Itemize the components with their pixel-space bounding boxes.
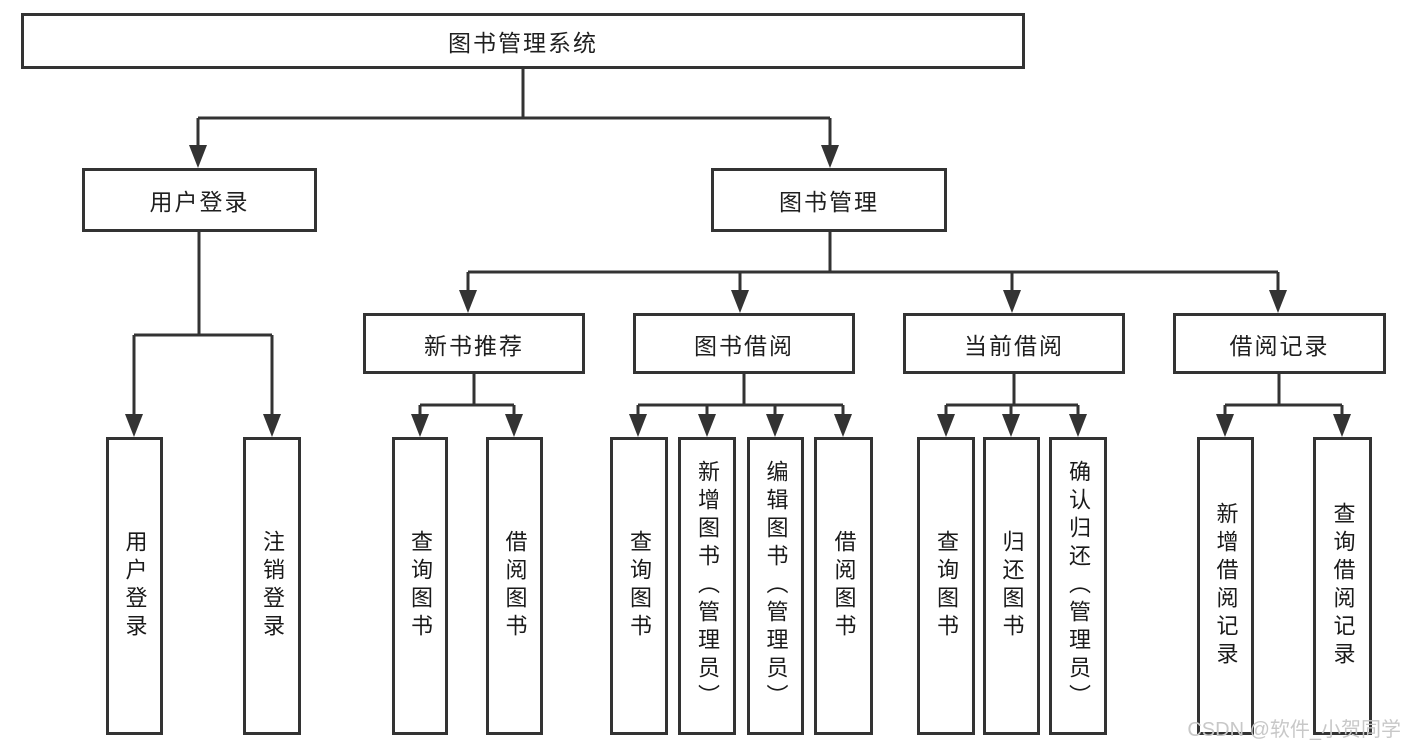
- leaf-label: 查询图书: [627, 530, 652, 642]
- arrowhead: [1216, 414, 1234, 437]
- arrowhead: [505, 414, 523, 437]
- arrowhead: [629, 414, 647, 437]
- arrowhead: [1333, 414, 1351, 437]
- connector-borrowrecord-to-leaves: [1223, 374, 1344, 419]
- arrowhead: [411, 414, 429, 437]
- leaf-add-book-admin: 新增图书（管理员）: [678, 437, 736, 735]
- arrowhead: [459, 290, 477, 313]
- node-root: 图书管理系统: [21, 13, 1025, 69]
- arrowhead: [937, 414, 955, 437]
- node-current-borrow: 当前借阅: [903, 313, 1125, 374]
- leaf-label: 借阅图书: [831, 530, 857, 642]
- leaf-label: 查询图书: [408, 530, 433, 642]
- arrowhead: [731, 290, 749, 313]
- arrowhead: [1069, 414, 1087, 437]
- leaf-query-book-current: 查询图书: [917, 437, 975, 735]
- leaf-label: 查询图书: [934, 530, 959, 642]
- node-book-borrow: 图书借阅: [633, 313, 855, 374]
- connector-root-to-level2: [196, 69, 832, 150]
- leaf-edit-book-admin: 编辑图书（管理员）: [747, 437, 804, 735]
- leaf-label: 查询借阅记录: [1330, 502, 1356, 670]
- leaf-borrow-book: 借阅图书: [814, 437, 873, 735]
- arrowhead: [821, 145, 839, 168]
- leaf-label: 借阅图书: [502, 530, 528, 642]
- connector-newbookrec-to-leaves: [418, 374, 516, 419]
- leaf-label: 新增借阅记录: [1213, 502, 1239, 670]
- leaf-logout-login: 注销登录: [243, 437, 301, 735]
- connector-userlogin-to-leaves: [132, 232, 274, 419]
- leaf-add-borrow-record: 新增借阅记录: [1197, 437, 1254, 735]
- leaf-query-book-borrow: 查询图书: [610, 437, 668, 735]
- leaf-query-borrow-record: 查询借阅记录: [1313, 437, 1372, 735]
- connector-bookborrow-to-leaves: [636, 374, 845, 419]
- leaf-user-login: 用户登录: [106, 437, 163, 735]
- arrowhead: [189, 145, 207, 168]
- leaf-label: 注销登录: [260, 530, 285, 642]
- arrowhead: [1002, 414, 1020, 437]
- node-user-login: 用户登录: [82, 168, 317, 232]
- arrowhead: [1269, 290, 1287, 313]
- connector-currentborrow-to-leaves: [944, 374, 1080, 419]
- node-new-book-recommend: 新书推荐: [363, 313, 585, 374]
- leaf-label: 新增图书（管理员）: [695, 460, 720, 712]
- node-borrow-record: 借阅记录: [1173, 313, 1386, 374]
- csdn-watermark: CSDN @软件_小贺同学: [1187, 719, 1401, 741]
- arrowhead: [834, 414, 852, 437]
- leaf-label: 确认归还（管理员）: [1066, 460, 1091, 712]
- arrowhead: [125, 414, 143, 437]
- arrowheads: [125, 145, 1351, 437]
- arrowhead: [766, 414, 784, 437]
- leaf-label: 归还图书: [999, 530, 1025, 642]
- arrowhead: [698, 414, 716, 437]
- leaf-borrow-book-recommend: 借阅图书: [486, 437, 543, 735]
- connector-bookmgmt-to-level3: [466, 232, 1280, 295]
- leaf-label: 编辑图书（管理员）: [763, 460, 789, 712]
- leaf-confirm-return-admin: 确认归还（管理员）: [1049, 437, 1107, 735]
- node-book-management: 图书管理: [711, 168, 947, 232]
- leaf-label: 用户登录: [122, 530, 148, 642]
- leaf-query-book-recommend: 查询图书: [392, 437, 448, 735]
- arrowhead: [1003, 290, 1021, 313]
- leaf-return-book: 归还图书: [983, 437, 1040, 735]
- arrowhead: [263, 414, 281, 437]
